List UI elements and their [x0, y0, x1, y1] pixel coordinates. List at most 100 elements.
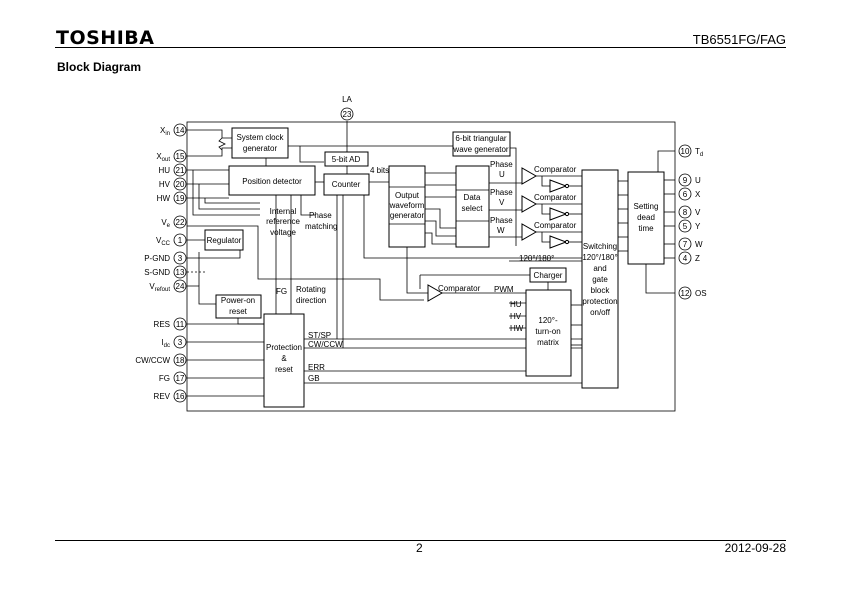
svg-text:Setting: Setting — [634, 202, 659, 211]
svg-text:gate: gate — [592, 275, 608, 284]
svg-text:OS: OS — [695, 289, 707, 298]
svg-text:120°/180°: 120°/180° — [519, 254, 554, 263]
svg-text:5-bit AD: 5-bit AD — [332, 155, 361, 164]
svg-text:matching: matching — [305, 222, 337, 231]
svg-text:Ve: Ve — [161, 218, 170, 229]
regulator-block: Regulator — [204, 229, 244, 251]
svg-text:&: & — [281, 354, 287, 363]
svg-text:Counter: Counter — [332, 180, 361, 189]
svg-text:FG: FG — [276, 287, 287, 296]
header-rule — [55, 47, 786, 48]
svg-text:120°/180°: 120°/180° — [582, 253, 617, 262]
svg-text:RES: RES — [154, 320, 170, 329]
svg-text:12: 12 — [681, 289, 690, 298]
svg-text:9: 9 — [683, 176, 688, 185]
svg-text:PWM: PWM — [494, 285, 514, 294]
pin-right-td: 10 Td — [678, 144, 703, 158]
svg-text:LA: LA — [342, 95, 352, 104]
pin-left-s-gnd: 13S-GND — [144, 265, 187, 279]
svg-text:block: block — [591, 286, 611, 295]
svg-text:Comparator: Comparator — [534, 193, 577, 202]
svg-text:Td: Td — [695, 147, 703, 158]
svg-text:10: 10 — [681, 147, 690, 156]
svg-text:reset: reset — [275, 365, 294, 374]
svg-text:1: 1 — [178, 236, 183, 245]
svg-text:4: 4 — [683, 254, 688, 263]
pin-left-res: 11 RES — [154, 317, 187, 331]
ad5-block: 5-bit AD — [324, 151, 369, 167]
svg-text:Position detector: Position detector — [242, 177, 302, 186]
svg-text:Idc: Idc — [161, 338, 170, 349]
counter-block: Counter — [323, 173, 370, 196]
svg-text:Phase: Phase — [490, 216, 513, 225]
svg-text:23: 23 — [343, 110, 352, 119]
triangular-wave-generator-block: 6-bit triangular wave generator — [452, 131, 511, 157]
svg-text:15: 15 — [176, 152, 185, 161]
svg-text:Output: Output — [395, 191, 420, 200]
data-select-block: Data select — [455, 165, 490, 248]
svg-text:reset: reset — [229, 307, 248, 316]
svg-text:6: 6 — [683, 190, 688, 199]
svg-text:W: W — [497, 226, 505, 235]
svg-text:HV: HV — [159, 180, 171, 189]
part-number: TB6551FG/FAG — [692, 32, 786, 47]
svg-text:Comparator: Comparator — [534, 165, 577, 174]
svg-text:Comparator: Comparator — [438, 284, 481, 293]
svg-text:18: 18 — [176, 356, 185, 365]
pin-left-ve: 22 Ve — [161, 215, 187, 229]
svg-text:and: and — [593, 264, 606, 273]
svg-text:22: 22 — [176, 218, 185, 227]
output-waveform-generator-block: Output waveform generator — [388, 165, 426, 248]
svg-text:14: 14 — [176, 126, 185, 135]
svg-text:Y: Y — [695, 222, 701, 231]
svg-text:8: 8 — [683, 208, 688, 217]
protection-reset-block: Protection & reset — [263, 313, 305, 408]
svg-text:Xout: Xout — [156, 152, 170, 163]
svg-text:11: 11 — [176, 320, 185, 329]
charger-block: Charger — [529, 267, 567, 283]
svg-text:Xin: Xin — [160, 126, 170, 137]
svg-text:select: select — [462, 204, 484, 213]
svg-text:protection: protection — [582, 297, 617, 306]
position-detector-block: Position detector — [228, 165, 316, 196]
svg-text:Internal: Internal — [270, 207, 297, 216]
svg-text:Regulator: Regulator — [207, 236, 242, 245]
svg-text:Power-on: Power-on — [221, 296, 255, 305]
svg-text:X: X — [695, 190, 701, 199]
svg-text:Phase: Phase — [309, 211, 332, 220]
dead-time-block: Setting dead time — [627, 171, 665, 265]
svg-text:24: 24 — [176, 282, 185, 291]
svg-text:3: 3 — [178, 254, 183, 263]
pin-left-p-gnd: 3P-GND — [144, 251, 187, 265]
comparator-symbols — [427, 167, 570, 302]
svg-text:5: 5 — [683, 222, 688, 231]
company-logo: TOSHIBA — [56, 27, 155, 49]
svg-text:Phase: Phase — [490, 160, 513, 169]
svg-text:REV: REV — [154, 392, 171, 401]
svg-text:voltage: voltage — [270, 228, 296, 237]
svg-text:Charger: Charger — [534, 271, 563, 280]
svg-text:GB: GB — [308, 374, 320, 383]
pin-left-xin: 14 Xin — [160, 123, 187, 137]
svg-text:U: U — [499, 170, 505, 179]
svg-text:time: time — [638, 224, 654, 233]
svg-text:HW: HW — [510, 324, 524, 333]
switching-gate-block: Switching 120°/180° and gate block prote… — [581, 169, 619, 389]
svg-text:HV: HV — [510, 312, 522, 321]
svg-text:wave generator: wave generator — [452, 145, 508, 154]
svg-text:matrix: matrix — [537, 338, 559, 347]
pin-la: 23 — [340, 107, 354, 121]
svg-text:120°-: 120°- — [538, 316, 558, 325]
svg-text:20: 20 — [176, 180, 185, 189]
